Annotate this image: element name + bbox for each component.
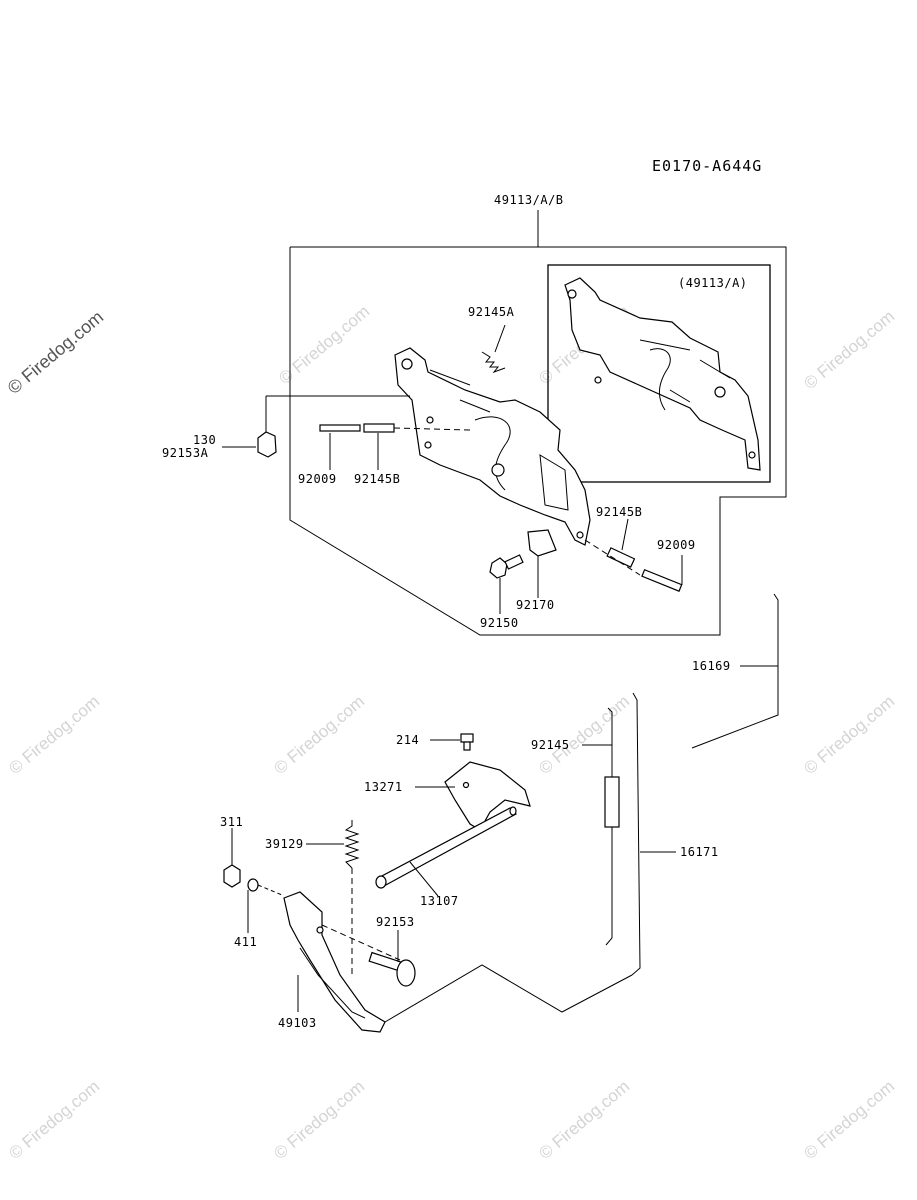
spring-92145B-right xyxy=(606,518,636,568)
cable-16171 xyxy=(384,692,676,1023)
watermark: © Firedog.com xyxy=(535,692,633,778)
label-92145B-right: 92145B xyxy=(596,505,642,519)
spring-39129 xyxy=(306,820,360,975)
washer-411 xyxy=(247,878,283,933)
watermark: © Firedog.com xyxy=(535,1077,633,1163)
label-92153A: 92153A xyxy=(162,446,209,460)
label-assembly: 49113/A/B xyxy=(494,193,564,207)
nut-311 xyxy=(223,828,241,888)
label-92150: 92150 xyxy=(480,616,519,630)
screw-214 xyxy=(430,733,474,751)
inset-label: (49113/A) xyxy=(678,276,748,290)
label-16169: 16169 xyxy=(692,659,731,673)
plate-13271 xyxy=(415,761,531,831)
shaft-13107 xyxy=(375,806,517,897)
screw-92009-right xyxy=(584,539,683,592)
bolt-92153 xyxy=(368,930,416,987)
label-39129: 39129 xyxy=(265,837,304,851)
watermark: © Firedog.com xyxy=(5,1077,103,1163)
label-92009-left: 92009 xyxy=(298,472,337,486)
diagram-code: E0170-A644G xyxy=(652,157,762,175)
label-92145A: 92145A xyxy=(468,305,515,319)
spring-92145B-left xyxy=(363,423,471,470)
screw-92009-left xyxy=(319,424,361,470)
label-214: 214 xyxy=(396,733,419,747)
inset-box: (49113/A) xyxy=(547,264,771,483)
watermark: © Firedog.com xyxy=(800,307,898,393)
label-92153: 92153 xyxy=(376,915,415,929)
bolt-92150 xyxy=(489,554,524,614)
label-92145: 92145 xyxy=(531,738,570,752)
rod-16169 xyxy=(691,593,779,749)
watermark-side: © Firedog.com xyxy=(4,307,107,398)
label-16171: 16171 xyxy=(680,845,719,859)
watermark: © Firedog.com xyxy=(800,1077,898,1163)
label-311: 311 xyxy=(220,815,243,829)
control-bracket xyxy=(394,347,591,546)
watermark: © Firedog.com xyxy=(5,692,103,778)
watermark: © Firedog.com xyxy=(270,692,368,778)
watermark: © Firedog.com xyxy=(800,692,898,778)
assembly-frame xyxy=(289,210,787,636)
label-92170: 92170 xyxy=(516,598,555,612)
label-13271: 13271 xyxy=(364,780,403,794)
label-92009-right: 92009 xyxy=(657,538,696,552)
label-92145B-left: 92145B xyxy=(354,472,400,486)
label-13107: 13107 xyxy=(420,894,459,908)
clamp-92170 xyxy=(527,529,557,598)
label-130: 130 xyxy=(193,433,216,447)
inset-control-bracket xyxy=(564,277,761,471)
watermark: © Firedog.com xyxy=(270,1077,368,1163)
label-411: 411 xyxy=(234,935,257,949)
bolt-130 xyxy=(222,395,410,458)
label-49103: 49103 xyxy=(278,1016,317,1030)
spring-92145A xyxy=(481,324,506,374)
lever-49103 xyxy=(283,891,401,1033)
cable-92145 xyxy=(582,707,620,946)
